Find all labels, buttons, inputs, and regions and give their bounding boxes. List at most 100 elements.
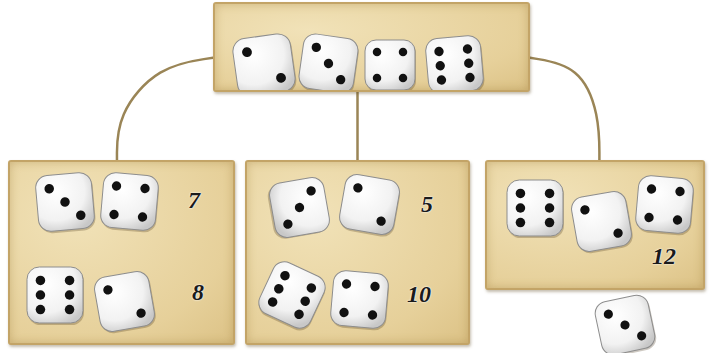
- die-face: [570, 190, 634, 254]
- die: [425, 35, 486, 90]
- die-face: [338, 173, 402, 237]
- die-pip: [516, 218, 526, 228]
- die-pip: [580, 204, 591, 215]
- die-pip: [279, 269, 292, 282]
- die: [337, 173, 402, 239]
- die: [570, 189, 635, 255]
- die-pip: [603, 309, 614, 320]
- die-pip: [299, 295, 312, 308]
- die-pip: [44, 184, 54, 194]
- die-face: [35, 172, 96, 233]
- die-pip: [294, 202, 305, 213]
- die-pip: [306, 186, 317, 197]
- die-pip: [241, 47, 252, 58]
- rope-connector: [117, 58, 213, 160]
- die-pip: [36, 276, 46, 286]
- die-pip: [376, 216, 387, 227]
- die-face: [27, 267, 83, 323]
- die-pip: [545, 218, 555, 228]
- dice-illustration: [487, 162, 703, 288]
- die-pip: [613, 228, 624, 239]
- die-pip: [636, 330, 647, 341]
- die: [231, 32, 298, 90]
- die: [27, 267, 84, 325]
- die-pip: [111, 181, 121, 191]
- die-pip: [462, 44, 472, 54]
- dice-illustration: [247, 162, 468, 343]
- die-pip: [65, 276, 75, 286]
- die-pip: [399, 48, 408, 57]
- die-pip: [435, 61, 445, 71]
- die-pip: [293, 308, 306, 321]
- die-pip: [620, 320, 631, 331]
- die-pip: [370, 281, 380, 291]
- die-pip: [399, 74, 408, 83]
- die-pip: [305, 282, 318, 295]
- die-pip: [465, 72, 475, 82]
- die: [100, 172, 161, 234]
- die-pip: [545, 203, 555, 213]
- die-face: [93, 270, 157, 334]
- die-pip: [60, 197, 70, 207]
- parchment-panel: [213, 2, 530, 92]
- sum-number: 8: [192, 278, 204, 306]
- die-pip: [65, 305, 75, 315]
- die-pip: [140, 183, 150, 193]
- die-pip: [516, 189, 526, 199]
- die: [266, 176, 332, 241]
- die: [635, 175, 696, 237]
- die-face: [507, 180, 563, 236]
- die-pip: [137, 212, 147, 222]
- die-pip: [323, 58, 334, 69]
- die: [297, 32, 360, 90]
- die-pip: [272, 283, 285, 296]
- sum-number: 5: [421, 190, 433, 218]
- sum-number: 12: [652, 242, 676, 270]
- die: [365, 40, 416, 90]
- die-pip: [282, 219, 293, 230]
- die-pip: [339, 307, 349, 317]
- die-pip: [646, 184, 656, 194]
- die-face: [425, 35, 485, 90]
- die-pip: [516, 203, 526, 213]
- die: [93, 269, 158, 335]
- sum-number: 7: [188, 186, 200, 214]
- sum-number: 10: [407, 280, 431, 308]
- die-pip: [373, 74, 382, 83]
- die: [35, 172, 97, 235]
- die-pip: [464, 58, 474, 68]
- die-pip: [672, 215, 682, 225]
- die: [330, 270, 391, 332]
- die-pip: [367, 310, 377, 320]
- die-face: [268, 176, 332, 240]
- die-pip: [109, 209, 119, 219]
- die-pip: [434, 46, 444, 56]
- die-pip: [675, 186, 685, 196]
- die-pip: [103, 284, 114, 295]
- die-pip: [545, 189, 555, 199]
- die-face: [593, 293, 657, 353]
- die-pip: [36, 290, 46, 300]
- die-pip: [136, 308, 147, 319]
- parchment-panel: 78: [8, 160, 235, 345]
- die-pip: [644, 212, 654, 222]
- die-pip: [266, 296, 279, 309]
- die-face: [231, 32, 297, 90]
- die-face: [297, 32, 359, 90]
- die-pip: [65, 290, 75, 300]
- die-pip: [335, 74, 346, 85]
- die-pip: [36, 305, 46, 315]
- rope-connector: [530, 58, 599, 160]
- dice-illustration: [215, 4, 528, 90]
- die-pip: [436, 75, 446, 85]
- die: [507, 180, 564, 238]
- die-face: [100, 172, 160, 232]
- die: [254, 258, 330, 335]
- die-pip: [352, 183, 363, 194]
- die-pip: [275, 72, 286, 83]
- die-face: [330, 270, 390, 330]
- die-pip: [311, 42, 322, 53]
- parchment-panel: 12: [485, 160, 705, 290]
- die-pip: [76, 210, 86, 220]
